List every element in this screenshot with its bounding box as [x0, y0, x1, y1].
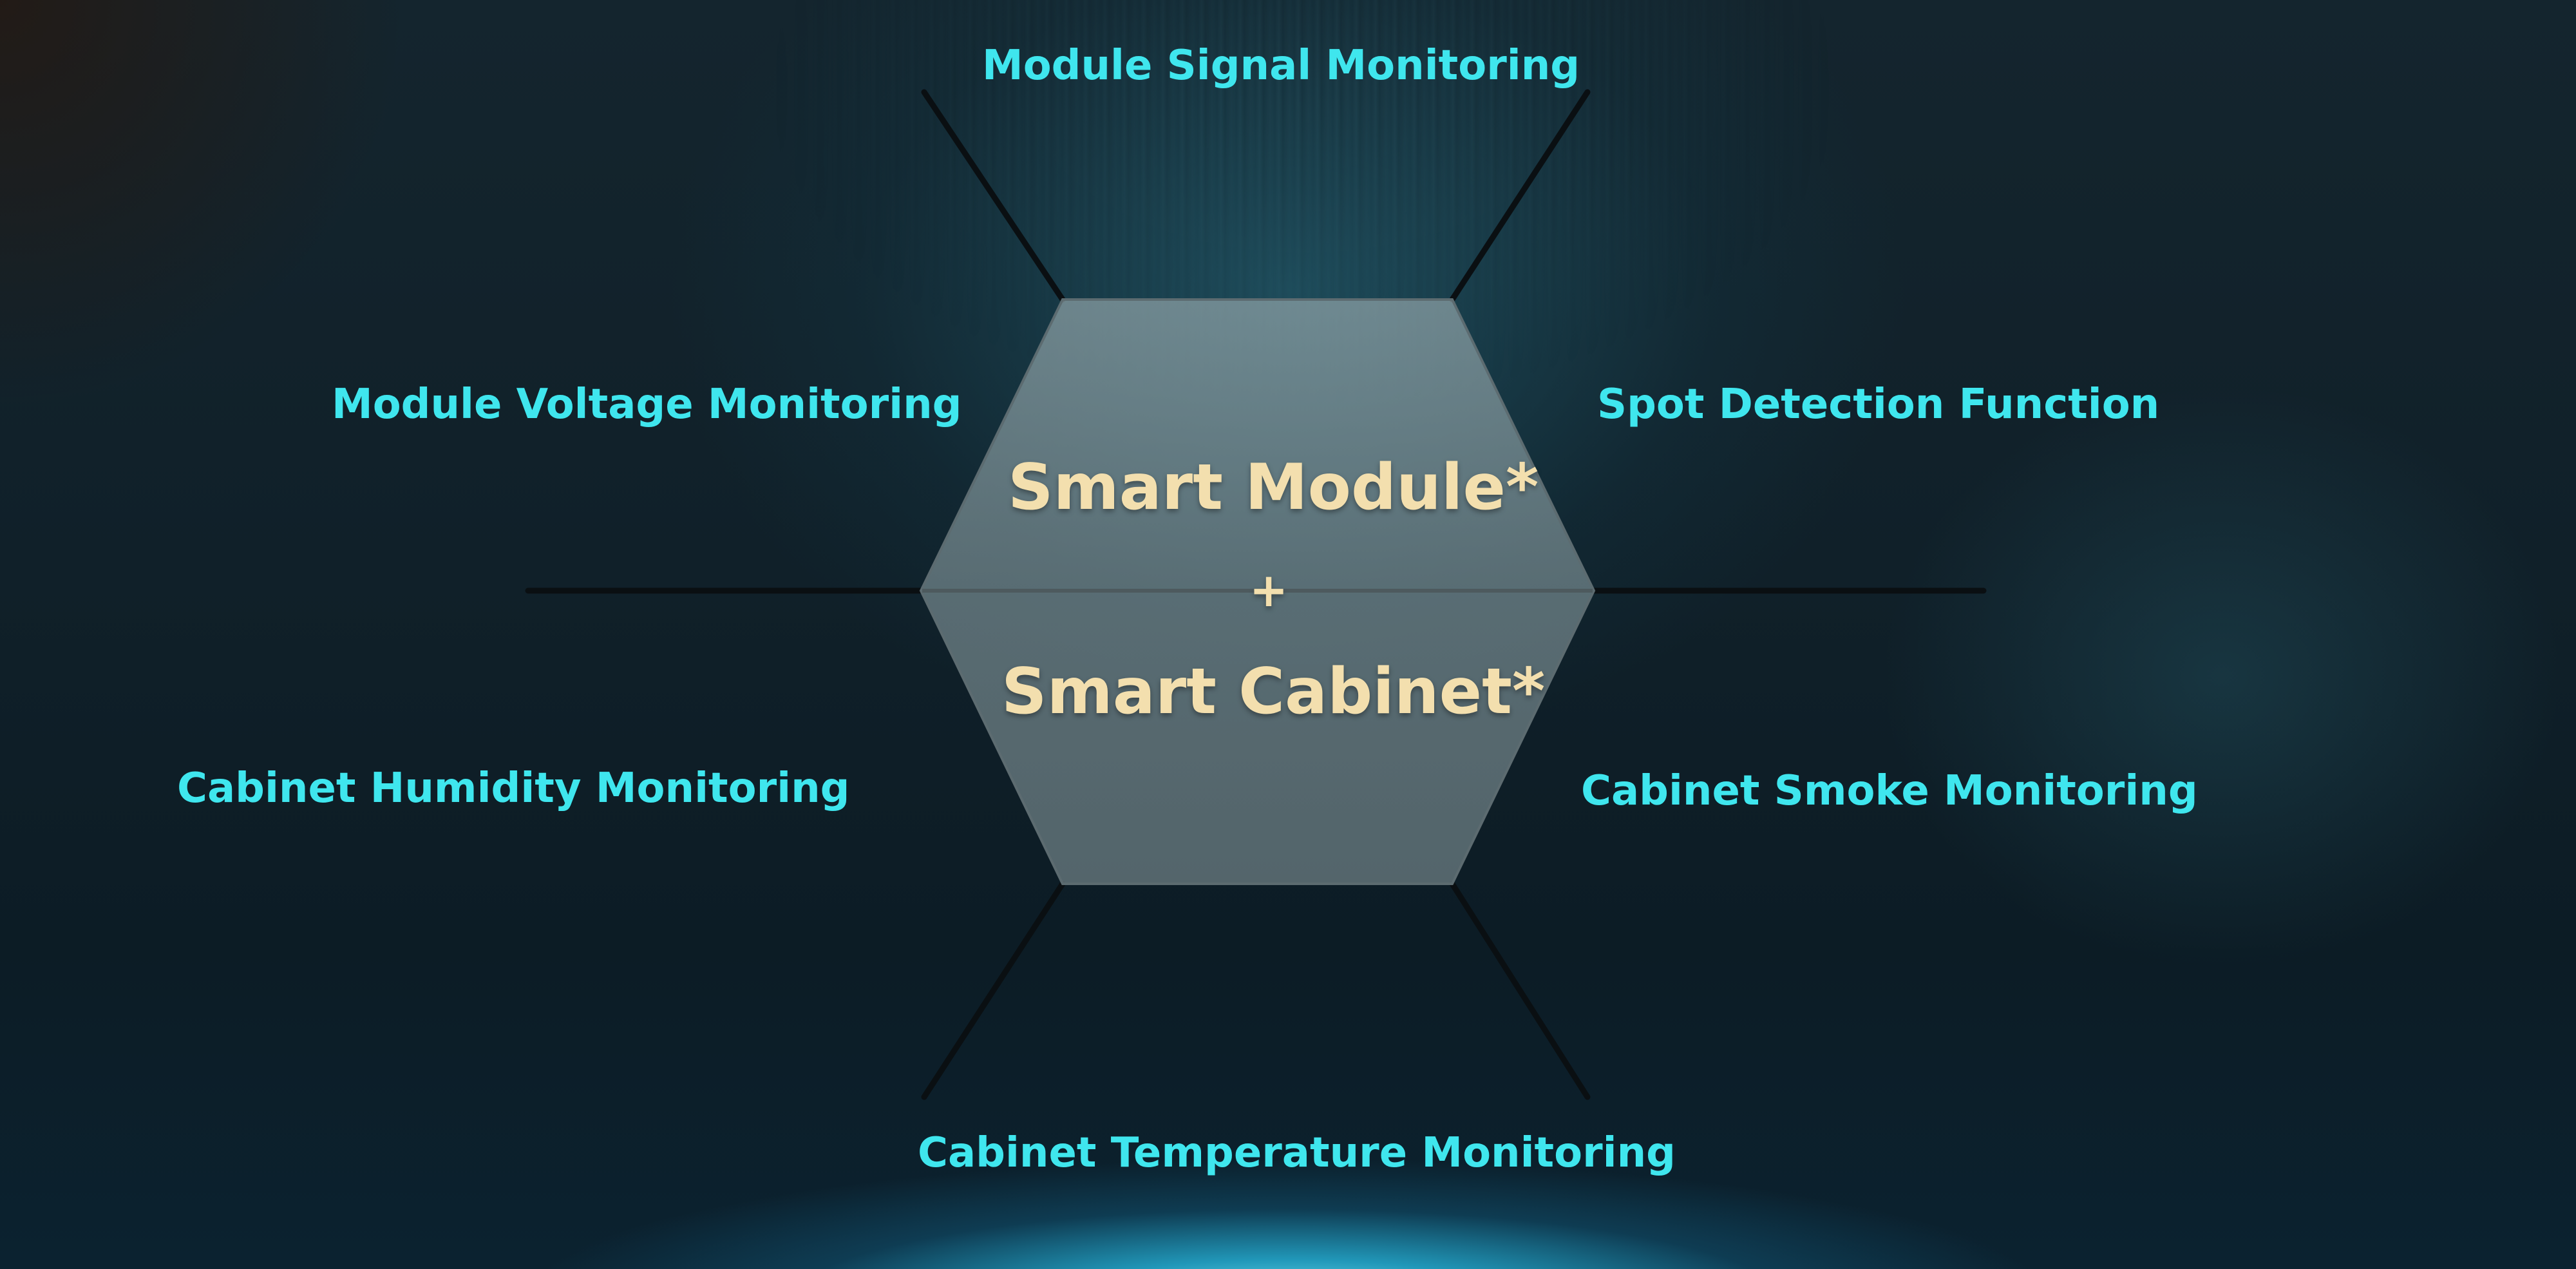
label-cabinet-humidity-monitoring: Cabinet Humidity Monitoring	[177, 765, 850, 812]
center-plus-sign: +	[1249, 563, 1289, 617]
label-module-voltage-monitoring: Module Voltage Monitoring	[332, 381, 962, 428]
center-title-cabinet: Smart Cabinet*	[1001, 655, 1546, 729]
label-spot-detection-function: Spot Detection Function	[1597, 381, 2160, 428]
connector-bottom-left	[921, 881, 1066, 1100]
connector-bottom-right	[1449, 881, 1591, 1100]
center-title-module: Smart Module*	[1008, 451, 1539, 524]
connector-top-right	[1449, 89, 1591, 303]
connector-top-left	[921, 89, 1066, 303]
label-cabinet-smoke-monitoring: Cabinet Smoke Monitoring	[1581, 767, 2198, 815]
label-module-signal-monitoring: Module Signal Monitoring	[982, 42, 1580, 90]
label-cabinet-temperature-monitoring: Cabinet Temperature Monitoring	[918, 1129, 1676, 1177]
